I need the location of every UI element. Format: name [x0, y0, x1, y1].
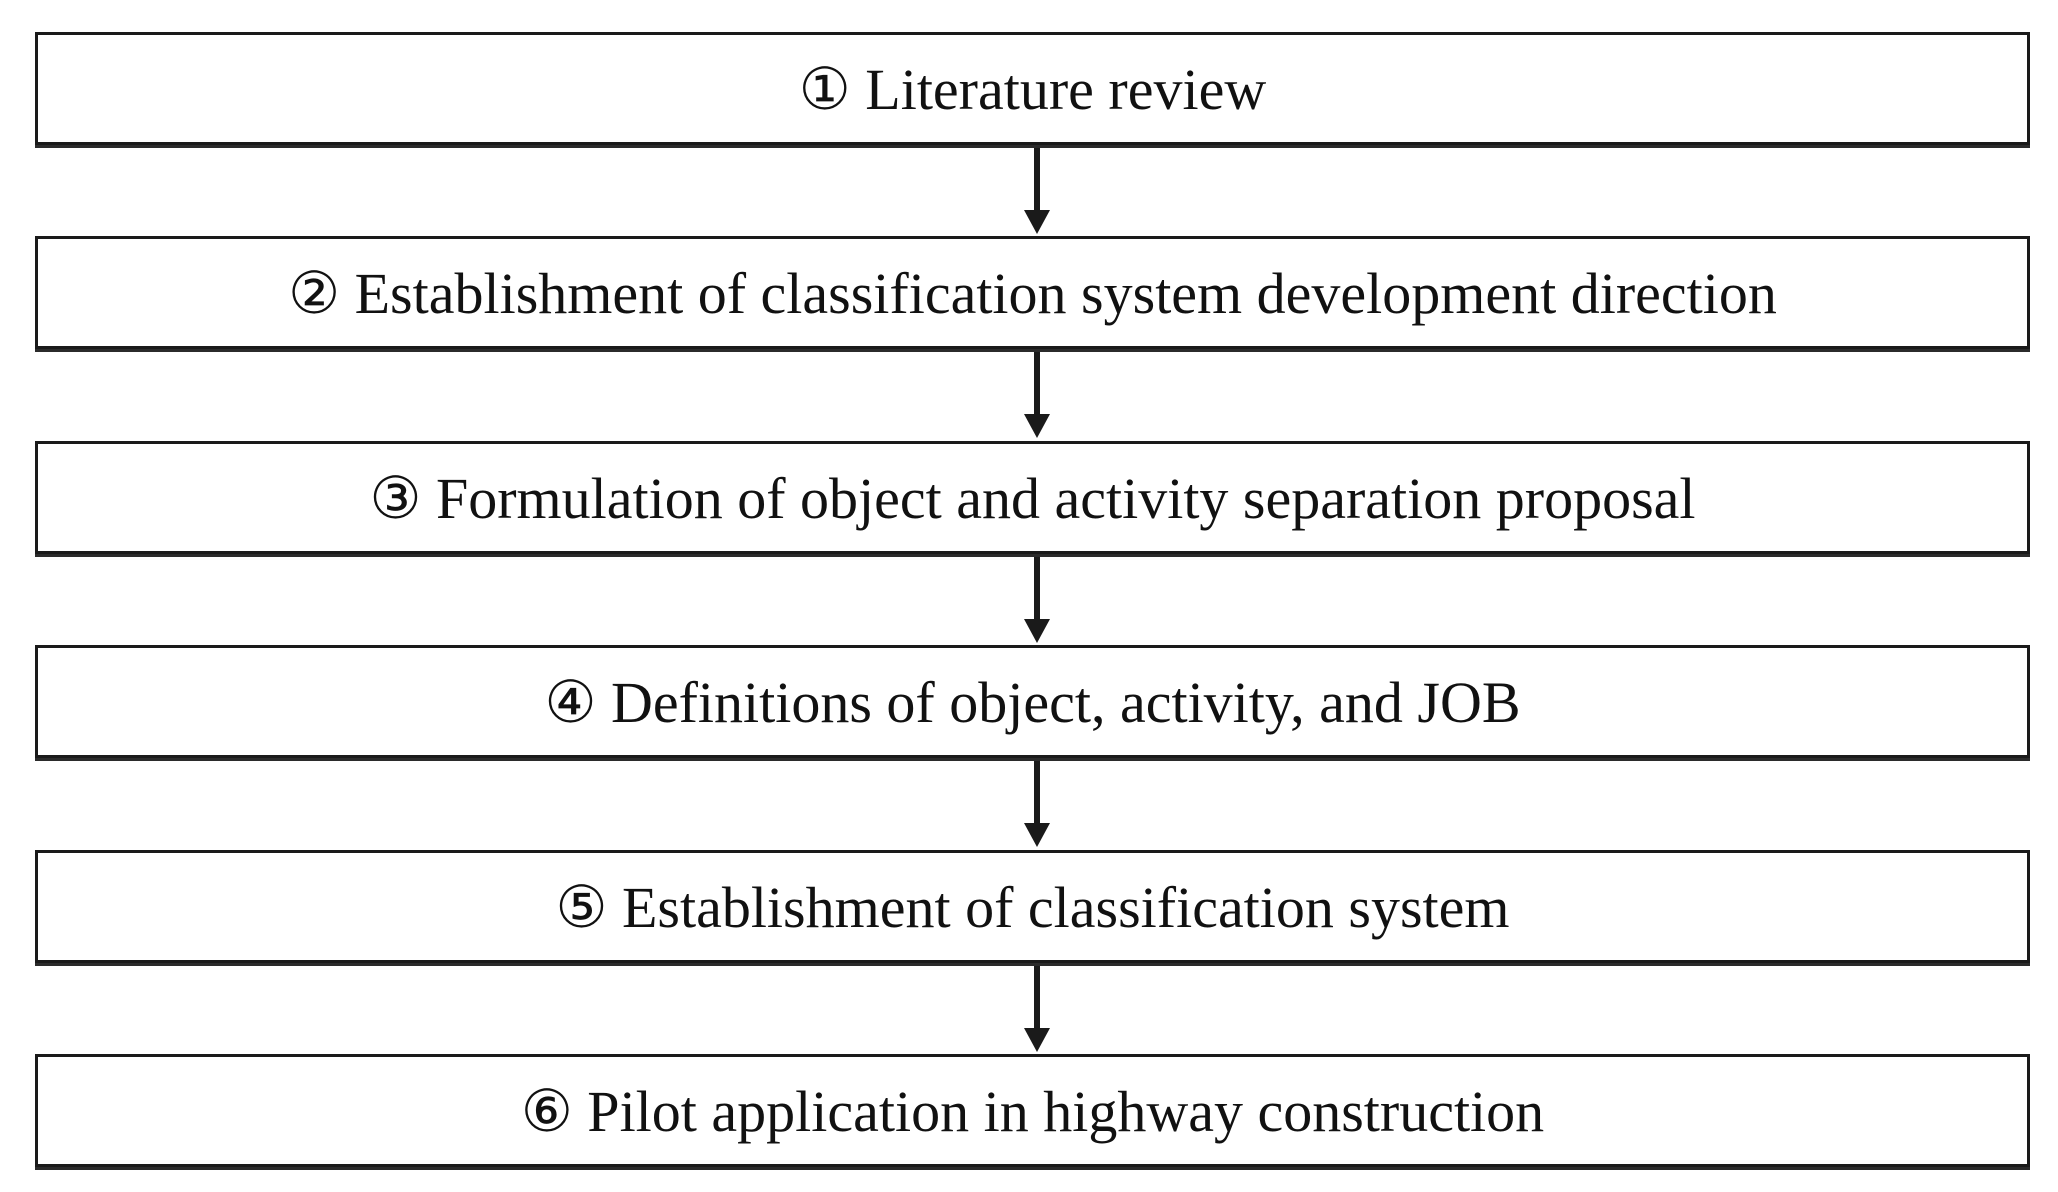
down-arrow-icon	[1024, 148, 1050, 234]
step-3-label: ③ Formulation of object and activity sep…	[369, 465, 1696, 531]
step-4-label: ④ Definitions of object, activity, and J…	[544, 669, 1521, 735]
step-6-label: ⑥ Pilot application in highway construct…	[520, 1078, 1545, 1144]
down-arrow-icon	[1024, 557, 1050, 643]
step-5-label: ⑤ Establishment of classification system	[555, 874, 1510, 940]
arrow-2-to-3	[1024, 352, 1050, 440]
arrow-4-to-5	[1024, 761, 1050, 849]
down-arrow-icon	[1024, 966, 1050, 1052]
down-arrow-icon	[1024, 761, 1050, 847]
step-1-box: ① Literature review	[35, 32, 2030, 145]
step-2-box: ② Establishment of classification system…	[35, 236, 2030, 349]
step-5-box: ⑤ Establishment of classification system	[35, 850, 2030, 963]
arrow-5-to-6	[1024, 966, 1050, 1054]
step-2-label: ② Establishment of classification system…	[288, 260, 1777, 326]
step-6-box: ⑥ Pilot application in highway construct…	[35, 1054, 2030, 1167]
step-1-label: ① Literature review	[798, 56, 1267, 122]
step-4-box: ④ Definitions of object, activity, and J…	[35, 645, 2030, 758]
arrow-1-to-2	[1024, 148, 1050, 236]
step-3-box: ③ Formulation of object and activity sep…	[35, 441, 2030, 554]
down-arrow-icon	[1024, 352, 1050, 438]
arrow-3-to-4	[1024, 557, 1050, 645]
